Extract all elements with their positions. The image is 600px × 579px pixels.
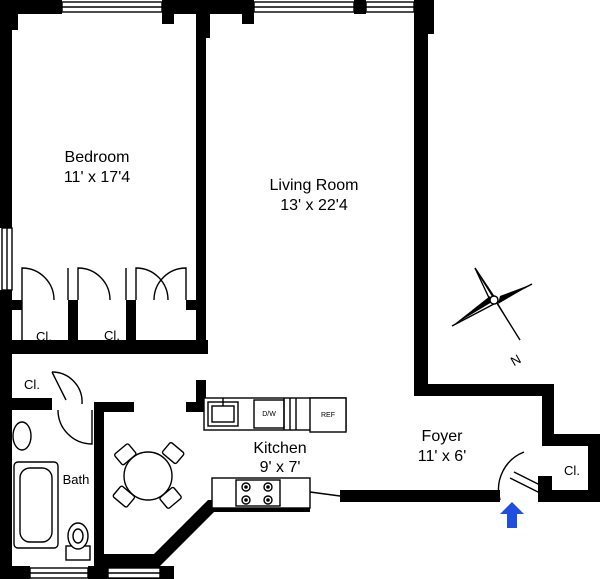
bedroom-dims: 11' x 17'4 bbox=[64, 169, 130, 186]
kitchen-dims: 9' x 7' bbox=[260, 459, 301, 476]
bedroom-closet-1-label: Cl. bbox=[36, 329, 52, 344]
dining-table bbox=[123, 451, 173, 501]
hall-closet-label: Cl. bbox=[24, 377, 40, 392]
foyer-closet-label: Cl. bbox=[564, 463, 580, 478]
windows bbox=[1, 1, 415, 579]
stove-counter bbox=[211, 477, 311, 509]
foyer-dims: 11' x 6' bbox=[418, 448, 467, 465]
refrigerator bbox=[309, 397, 347, 433]
kitchen-fixtures: D/W REF bbox=[112, 397, 347, 509]
bath-sink bbox=[12, 421, 32, 451]
refrigerator-label: REF bbox=[321, 412, 335, 419]
stove bbox=[235, 479, 281, 507]
entry-arrow-icon bbox=[500, 502, 524, 528]
dishwasher-label: D/W bbox=[262, 411, 276, 418]
living-room-name: Living Room bbox=[270, 177, 359, 194]
toilet-bowl bbox=[67, 522, 89, 550]
bath-fixtures bbox=[12, 421, 91, 561]
bath-name: Bath bbox=[63, 472, 90, 487]
bathtub bbox=[13, 461, 59, 549]
compass-rose-icon: N bbox=[451, 267, 533, 369]
kitchen-name: Kitchen bbox=[253, 440, 306, 457]
bedroom-name: Bedroom bbox=[65, 149, 130, 166]
doors bbox=[21, 267, 547, 501]
bedroom-closet-2-label: Cl. bbox=[104, 328, 120, 343]
living-room-dims: 13' x 22'4 bbox=[280, 197, 348, 214]
compass-north-label: N bbox=[508, 351, 524, 369]
foyer-name: Foyer bbox=[422, 428, 464, 445]
